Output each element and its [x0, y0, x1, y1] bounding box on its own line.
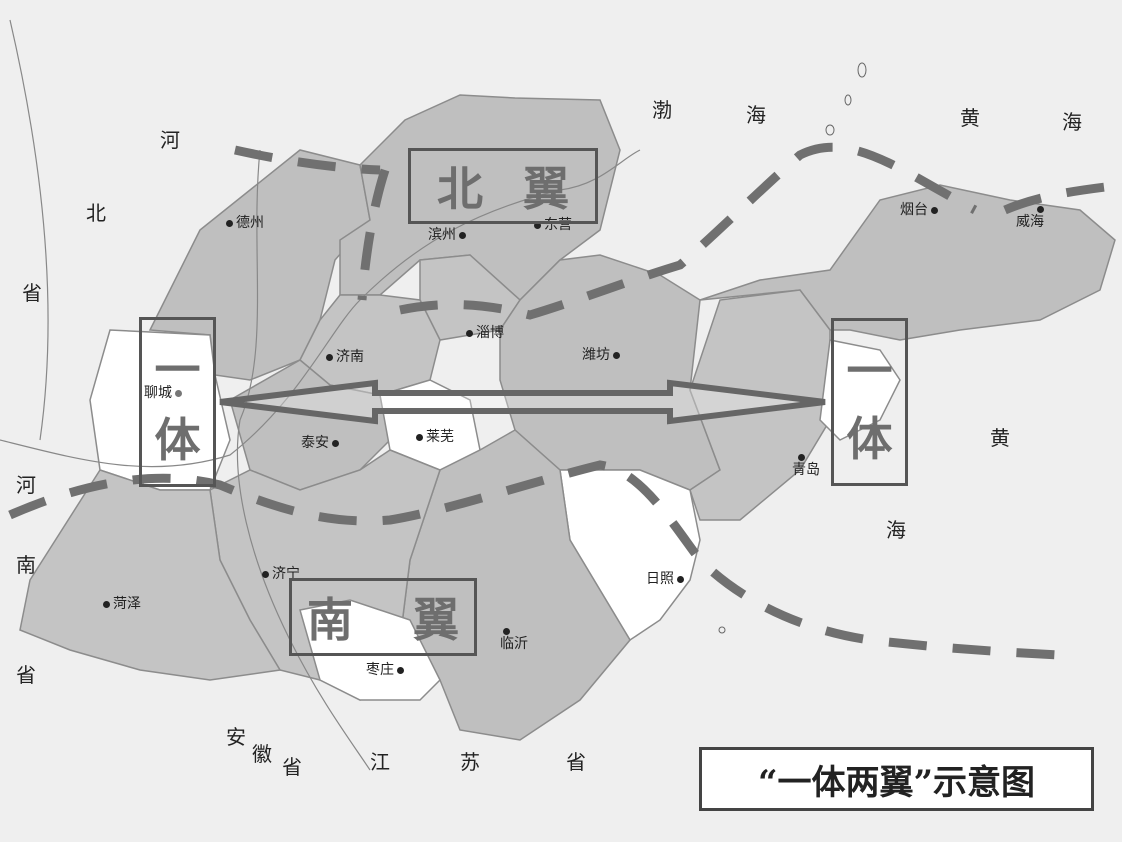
west-integration-char-2: 体	[154, 413, 201, 467]
island	[825, 124, 835, 136]
city-liaocheng: 聊城	[144, 386, 182, 400]
label-jiangsu-3: 省	[566, 750, 586, 774]
north-wing-char-1: 北	[437, 162, 523, 216]
city-jinan-label: 济南	[336, 349, 364, 365]
city-dot	[262, 570, 269, 578]
north-wing-dash-east	[1003, 180, 1122, 215]
city-rizhao: 日照	[646, 572, 684, 586]
city-dot	[534, 221, 541, 229]
hebei-border	[9, 19, 49, 441]
label-huanghai-right-2: 海	[886, 518, 906, 542]
city-qingdao: 青岛	[792, 454, 820, 477]
city-dot	[332, 439, 339, 447]
city-yantai: 烟台	[900, 203, 938, 217]
city-weifang-label: 潍坊	[582, 347, 610, 363]
city-jining: 济宁	[262, 567, 300, 581]
region-yantai-weihai	[699, 184, 1116, 341]
region-zaozhuang	[299, 599, 441, 701]
city-heze-label: 菏泽	[113, 596, 141, 612]
city-binzhou-label: 滨州	[428, 227, 456, 243]
south-wing-char-2: 翼	[413, 593, 519, 647]
city-yantai-label: 烟台	[900, 202, 928, 218]
label-jiangsu-1: 江	[370, 750, 390, 774]
north-wing-box: 北翼	[408, 148, 598, 224]
city-heze: 菏泽	[103, 597, 141, 611]
city-zibo-label: 淄博	[476, 325, 504, 341]
city-dot	[613, 351, 620, 359]
label-bohai-1: 渤	[652, 98, 672, 122]
city-zaozhuang-label: 枣庄	[366, 662, 394, 678]
west-integration-char-1: 一	[154, 343, 201, 397]
city-zibo: 淄博	[466, 326, 504, 340]
north-wing-char-2: 翼	[523, 162, 609, 216]
west-integration-box: 一体	[139, 317, 216, 487]
label-huanghai-right-1: 黄	[990, 426, 1010, 450]
island	[844, 94, 852, 106]
label-hebei-3: 省	[22, 281, 42, 305]
city-zaozhuang: 枣庄	[366, 663, 404, 677]
south-wing-box: 南翼	[289, 578, 477, 656]
south-wing-dash	[8, 460, 1061, 660]
north-wing-dash-west	[234, 145, 381, 175]
label-bohai-2: 海	[746, 103, 766, 127]
east-integration-char-1: 一	[846, 344, 893, 398]
region-qingdao	[689, 289, 831, 521]
city-rizhao-label: 日照	[646, 571, 674, 587]
label-anhui-1: 安	[226, 725, 246, 749]
city-dot	[503, 628, 510, 635]
city-dezhou: 德州	[226, 216, 264, 230]
city-dot	[466, 329, 473, 337]
city-dot	[416, 433, 423, 441]
city-jining-label: 济宁	[272, 566, 300, 582]
label-henan-1: 河	[16, 473, 36, 497]
grand-canal	[236, 149, 371, 771]
city-linyi: 临沂	[500, 628, 528, 651]
east-integration-char-2: 体	[846, 412, 893, 466]
city-dot	[175, 389, 182, 397]
city-weifang: 潍坊	[582, 348, 620, 362]
label-hebei-2: 北	[86, 201, 106, 225]
city-dot	[798, 454, 805, 461]
north-wing-dash-left	[357, 168, 390, 301]
south-wing-char-1: 南	[307, 593, 413, 647]
city-qingdao-label: 青岛	[792, 462, 820, 478]
city-liaocheng-label: 聊城	[144, 385, 172, 401]
city-jinan: 济南	[326, 350, 364, 364]
island	[718, 626, 726, 634]
integration-arrow	[219, 379, 826, 425]
city-laiwu-label: 莱芜	[426, 429, 454, 445]
city-weihai: 威海	[1016, 206, 1044, 229]
region-qingdao-coast	[819, 339, 901, 441]
city-dot	[103, 600, 110, 608]
city-laiwu: 莱芜	[416, 430, 454, 444]
city-dot	[677, 575, 684, 583]
city-dot	[226, 219, 233, 227]
city-dot	[931, 206, 938, 214]
east-integration-box: 一体	[831, 318, 908, 486]
city-dot	[397, 666, 404, 674]
label-henan-2: 南	[16, 553, 36, 577]
label-huanghai-top-1: 黄	[960, 106, 980, 130]
label-hebei-1: 河	[160, 128, 180, 152]
city-weihai-label: 威海	[1016, 214, 1044, 230]
city-binzhou: 滨州	[428, 228, 466, 242]
north-wing-dash-middle	[399, 142, 978, 320]
city-linyi-label: 临沂	[500, 636, 528, 652]
city-dot	[459, 231, 466, 239]
label-anhui-3: 省	[282, 755, 302, 779]
label-huanghai-top-2: 海	[1062, 110, 1082, 134]
city-taian-label: 泰安	[301, 435, 329, 451]
city-taian: 泰安	[301, 436, 339, 450]
city-dezhou-label: 德州	[236, 215, 264, 231]
island	[857, 62, 867, 78]
map-title: “一体两翼”示意图	[699, 747, 1094, 811]
label-jiangsu-2: 苏	[460, 750, 480, 774]
label-anhui-2: 徽	[252, 742, 272, 766]
label-henan-3: 省	[16, 663, 36, 687]
city-dot	[326, 353, 333, 361]
city-dot	[1037, 206, 1044, 213]
